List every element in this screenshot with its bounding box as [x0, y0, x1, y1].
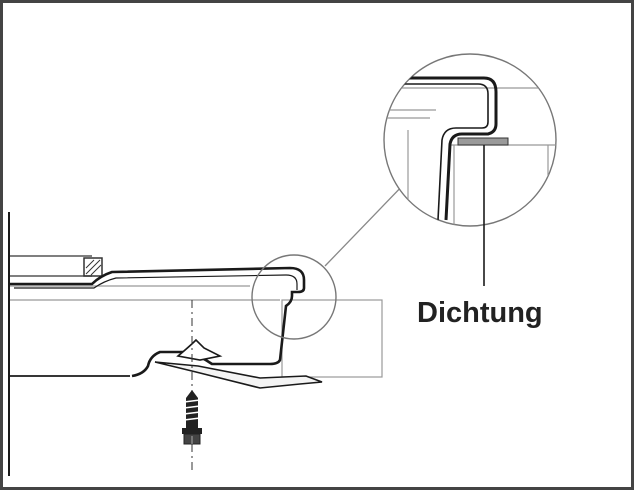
seal-strip	[457, 137, 509, 146]
rim-hatch	[83, 257, 103, 277]
magnified-detail	[383, 53, 557, 227]
sink-profile-inner	[14, 274, 298, 290]
fixing-clamp	[154, 338, 323, 389]
callout-label-seal: Dichtung	[417, 297, 543, 329]
detail-circle-small	[251, 254, 337, 340]
connector-line-lower	[330, 210, 422, 310]
screw-icon	[182, 390, 202, 445]
connector-line-upper	[324, 179, 409, 267]
sink-profile	[10, 266, 306, 378]
